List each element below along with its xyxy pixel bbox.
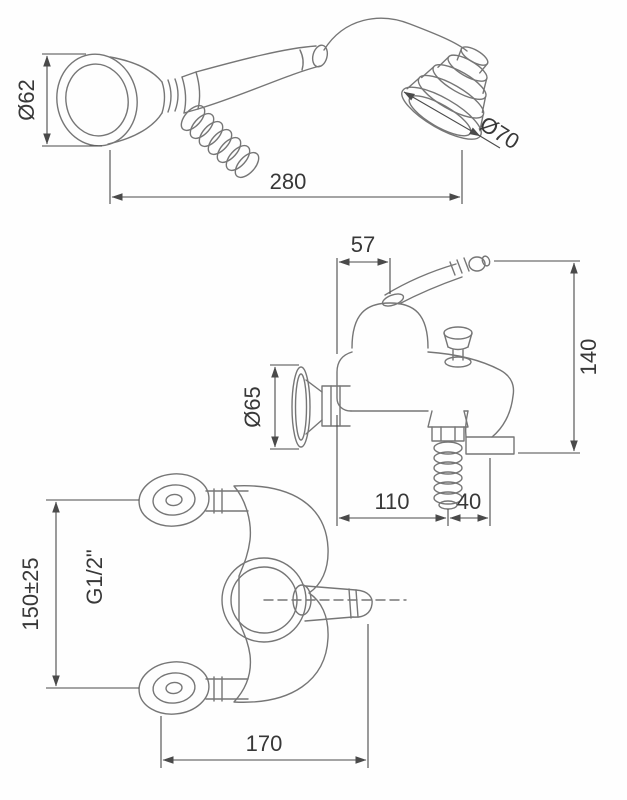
dim-label-40: 40	[457, 489, 481, 514]
spout-outlet	[465, 436, 515, 455]
mixer-body	[336, 351, 353, 412]
dim-label-d62: Ø62	[14, 79, 39, 121]
dim-label-57: 57	[351, 232, 375, 257]
dim-label-d65: Ø65	[240, 386, 265, 428]
dim-label-thread: G1/2"	[82, 549, 107, 605]
dim-label-140: 140	[576, 339, 601, 376]
diverter-knob	[443, 326, 473, 368]
dim-label-110: 110	[374, 489, 409, 514]
bath-mixer-view	[291, 255, 515, 510]
hand-shower-view	[56, 17, 489, 179]
front-lever	[304, 585, 373, 622]
hose-coil	[180, 104, 260, 179]
wall-mixer-view	[138, 473, 407, 715]
dim-label-280: 280	[270, 169, 307, 194]
front-body	[233, 485, 329, 703]
mixer-dome	[351, 302, 429, 349]
wall-mixer-dimensions: G1/2" 150±25 170	[18, 499, 369, 768]
bottom-flange	[138, 661, 210, 715]
bath-mixer-dimensions: 57 140 Ø65 110 40	[240, 232, 601, 526]
shower-hose	[323, 17, 468, 52]
mixer-spout	[427, 351, 515, 438]
handshower-handle	[195, 45, 317, 73]
dim-label-170: 170	[246, 731, 283, 756]
handshower-rim-inner	[65, 63, 129, 137]
dim-label-150: 150±25	[18, 557, 43, 630]
hand-shower-dimensions: Ø62 Ø70 280	[14, 53, 524, 204]
wall-connector	[291, 366, 351, 448]
top-flange	[138, 473, 210, 527]
mixer-lever	[381, 255, 491, 307]
handshower-rim	[56, 53, 138, 147]
